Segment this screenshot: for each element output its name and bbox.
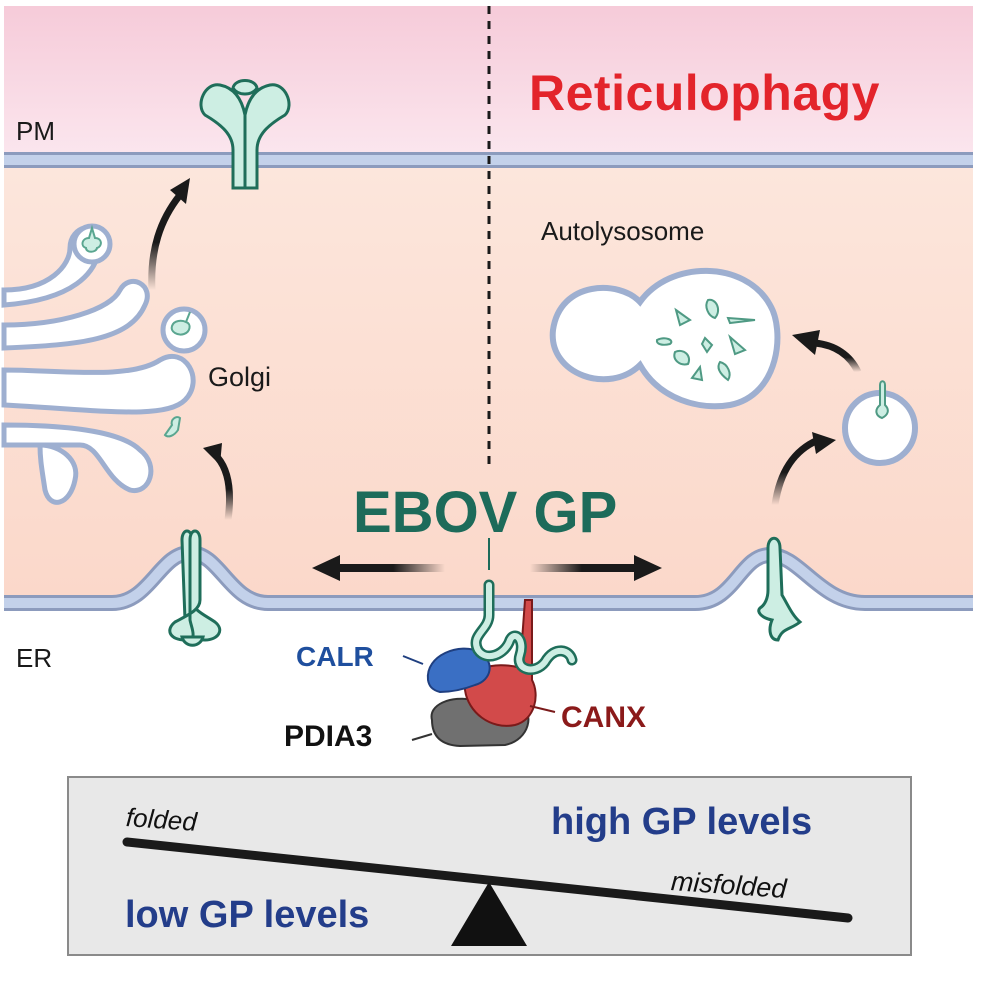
gp-at-er-icon (168, 529, 222, 647)
figure-title: Reticulophagy (529, 65, 880, 121)
folded-label: folded (125, 802, 198, 837)
arrow-vesicle-to-autolysosome-icon (814, 339, 862, 374)
arrow-left-secretory-icon (330, 564, 445, 572)
calr-protein-icon (426, 647, 491, 694)
autolysosome-label: Autolysosome (541, 216, 705, 246)
high-gp-levels-label: high GP levels (551, 801, 813, 843)
seesaw-fulcrum-icon (451, 882, 527, 946)
misfolded-gp-icon (757, 536, 803, 642)
arrow-er-to-golgi-icon (215, 455, 234, 521)
pm-label: PM (16, 116, 55, 146)
arrow-golgi-to-pm-icon (148, 192, 183, 291)
ebov-gp-label: EBOV GP (353, 480, 618, 545)
arrow-er-to-vesicle-icon (771, 436, 820, 506)
er-label: ER (16, 643, 53, 673)
canx-label: CANX (561, 701, 647, 734)
pdia3-label: PDIA3 (284, 720, 373, 753)
chaperone-complex (402, 579, 578, 748)
seesaw-beam (122, 837, 853, 923)
gp-at-pm-icon (199, 79, 291, 190)
degraded-gp-fragments-icon (655, 298, 756, 382)
arrow-right-degradation-icon (530, 564, 645, 572)
low-gp-levels-label: low GP levels (125, 894, 370, 936)
gp-in-vesicle-icon (875, 380, 889, 420)
calr-label: CALR (296, 641, 374, 672)
gp-in-vesicle-icon (81, 224, 191, 438)
golgi-label: Golgi (208, 362, 272, 392)
